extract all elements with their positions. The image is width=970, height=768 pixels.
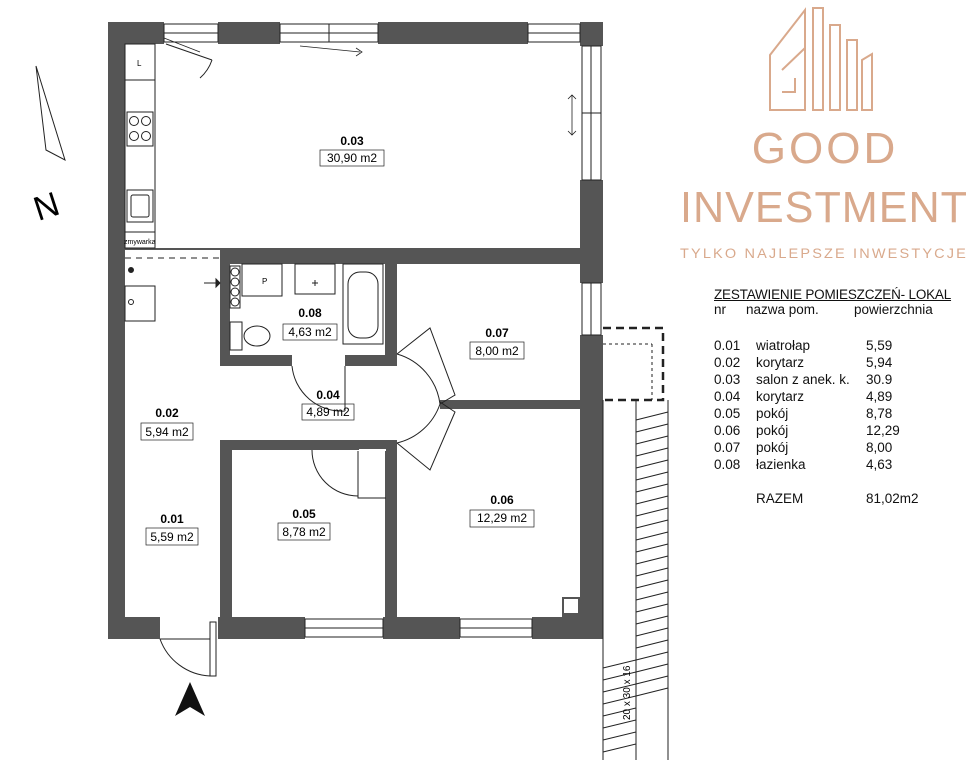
door-room06 [396,401,456,471]
wall-room07-left [385,264,397,354]
washbasin [294,263,336,295]
windows [163,23,602,638]
window-indicators [163,37,577,136]
svg-text:4,63 m2: 4,63 m2 [288,325,332,339]
stairs [602,326,669,760]
room-label-0.08: 0.08 4,63 m2 [282,306,338,341]
outer-wall-left [108,22,125,639]
svg-text:0.03: 0.03 [340,134,364,148]
entrance-arrow-icon [175,682,205,716]
header-nr: nr [714,302,727,317]
washer [124,285,156,322]
entry-arrow [204,277,221,289]
window-right-1 [581,45,602,181]
wall-room05-right [385,440,397,617]
room-schedule-title: ZESTAWIENIE POMIESZCZEŃ- LOKAL [714,287,952,302]
door-bathroom [291,365,346,412]
wall-bath-bottom-right [345,355,397,366]
svg-text:5,59 m2: 5,59 m2 [150,530,194,544]
logo-good: GOOD [752,124,898,173]
room-label-0.02: 0.02 5,94 m2 [140,406,194,441]
svg-text:0.06: 0.06 [490,493,514,507]
stairs-label: 20 x 30 x 16 [622,665,633,720]
window-top-1 [163,23,219,43]
svg-text:8,78 m2: 8,78 m2 [282,525,326,539]
svg-text:4,89 m2: 4,89 m2 [306,405,350,419]
svg-text:0.02: 0.02 [155,406,179,420]
svg-text:0.01: 0.01 [160,512,184,526]
exterior-walls [108,22,603,639]
total-label: RAZEM [756,491,804,506]
stove [126,111,154,147]
laundry-box [241,263,283,297]
compass-needle-icon [35,65,66,162]
room-schedule-header: nr nazwa pom. powierzchnia [714,302,966,319]
room-schedule: ZESTAWIENIE POMIESZCZEŃ- LOKAL nr nazwa … [714,287,966,508]
bathroom-fixtures [229,263,384,351]
compass-label: N [29,185,64,229]
kitchen-label-l: L [137,59,142,68]
compass [35,65,66,162]
text-labels: N L zmywarka P 20 x 30 x 16 0.03 30,90 m… [29,59,968,720]
room-label-0.04: 0.04 4,89 m2 [301,388,355,421]
door-room05 [311,449,386,499]
door-room07 [396,327,456,405]
interior-doors [159,327,456,677]
wall-room07-bottom [440,400,580,409]
svg-text:12,29 m2: 12,29 m2 [477,511,527,525]
room-label-0.01: 0.01 5,59 m2 [145,512,199,546]
svg-text:0.07: 0.07 [485,326,509,340]
bathtub [342,263,384,345]
kitchen-sink [126,189,154,223]
room-label-0.05: 0.05 8,78 m2 [277,507,331,541]
room-label-0.06: 0.06 12,29 m2 [469,493,535,528]
window-top-3 [527,23,581,43]
total-value: 81,02m2 [866,491,919,506]
wall-salon-bottom [385,248,580,264]
logo-tagline: TYLKO NAJLEPSZE INWESTYCJE [680,246,968,261]
dishwasher-label: zmywarka [124,239,156,246]
terrace-dashed [603,326,665,402]
svg-text:30,90 m2: 30,90 m2 [327,151,377,165]
svg-text:0.04: 0.04 [316,388,340,402]
window-top-2 [279,23,379,43]
laundry-label: P [262,277,267,286]
logo-mark-icon [769,7,873,111]
header-name: nazwa pom. [746,302,819,317]
room-label-0.03: 0.03 30,90 m2 [319,134,385,167]
window-right-2 [581,282,602,336]
toilet [229,321,243,351]
room-schedule-total: RAZEM 81,02m2 [714,491,966,508]
svg-text:5,94 m2: 5,94 m2 [145,425,189,439]
kitchen-counter [124,43,156,249]
svg-text:0.05: 0.05 [292,507,316,521]
svg-text:0.08: 0.08 [298,306,322,320]
room-label-0.07: 0.07 8,00 m2 [469,326,525,360]
wall-room05-top [220,440,358,450]
svg-text:8,00 m2: 8,00 m2 [475,344,519,358]
window-bottom-2 [459,618,533,638]
header-area: powierzchnia [854,302,933,317]
door-entry-top [165,43,213,79]
window-bottom-1 [304,618,384,638]
door-exterior-bottom [159,621,217,677]
logo-investment: INVESTMENT [680,183,968,232]
wall-bath-bottom [220,355,292,366]
wall-room05-left [220,440,232,617]
wall-bath-left [220,248,230,366]
wall-room05-top-right [358,440,388,450]
wall-bath-top [220,248,400,264]
kitchen-fixtures [124,43,156,322]
